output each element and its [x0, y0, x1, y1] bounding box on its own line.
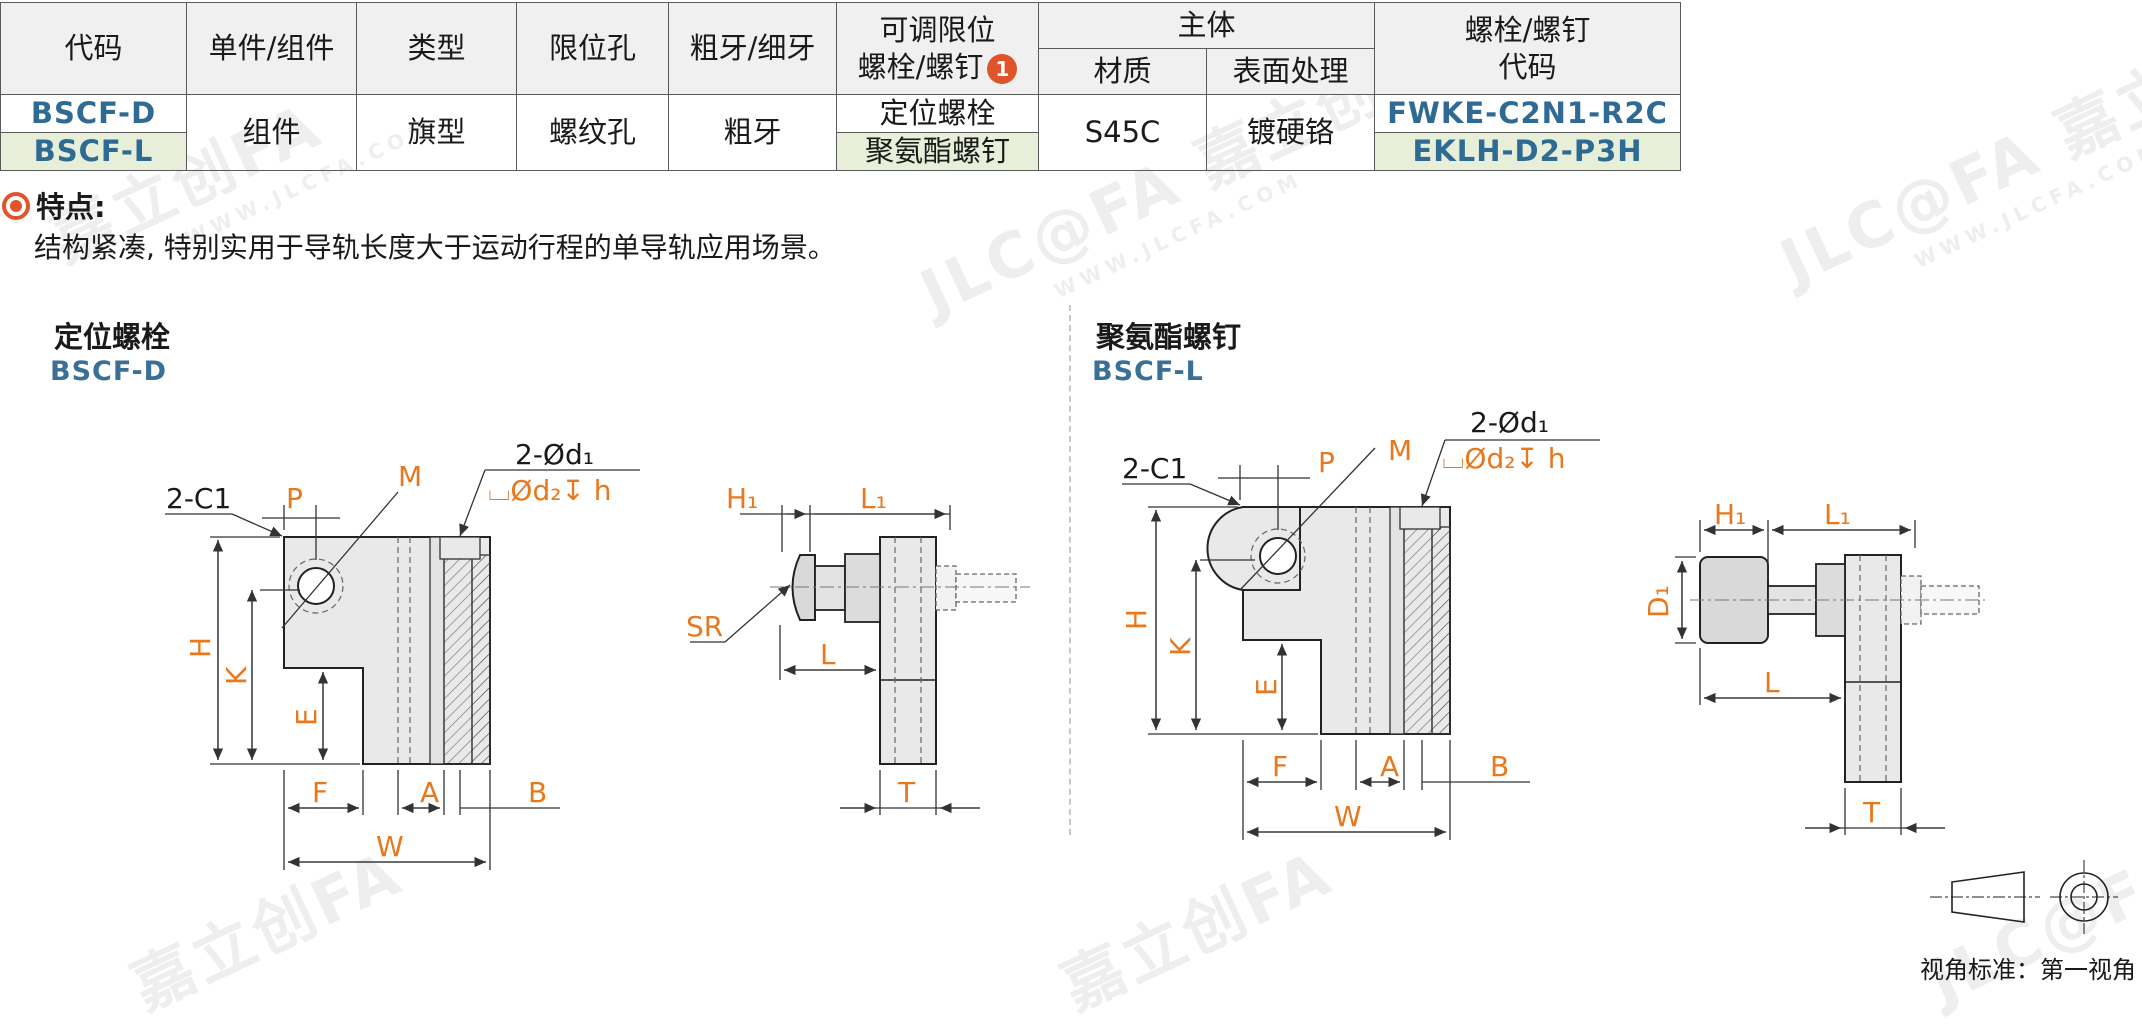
dim-b: B: [1490, 750, 1509, 783]
dim-sr: SR: [686, 610, 723, 643]
header-bolt-code: 螺栓/螺钉 代码: [1374, 2, 1682, 95]
dim-e: E: [1250, 678, 1283, 696]
dim-l1: L₁: [1824, 498, 1851, 531]
table-row: BSCF-L 聚氨酯螺钉 EKLH-D2-P3H: [0, 132, 1682, 171]
cell-bolt: 定位螺栓: [836, 94, 1039, 133]
left-side-view: H₁ L₁ SR L T: [686, 482, 1030, 815]
cell-bolt-code: FWKE-C2N1-R2C: [1374, 94, 1682, 133]
cell-bolt: 聚氨酯螺钉: [836, 132, 1039, 171]
section-divider: [1069, 305, 1071, 835]
dim-l: L: [820, 638, 836, 671]
header-thread: 粗牙/细牙: [668, 2, 837, 95]
dim-d2h: ⌴Ød₂↧ h: [1442, 442, 1566, 475]
dim-l: L: [1764, 666, 1780, 699]
dim-k: K: [1164, 637, 1197, 656]
dim-h1: H₁: [1714, 498, 1746, 531]
header-bolt-code-line1: 螺栓/螺钉: [1464, 13, 1591, 48]
features-text: 结构紧凑, 特别实用于导轨长度大于运动行程的单导轨应用场景。: [34, 231, 836, 264]
dim-t: T: [1862, 796, 1881, 829]
dim-d1: 2-Ød₁: [515, 438, 594, 471]
dim-d1: 2-Ød₁: [1470, 406, 1549, 439]
dim-m: M: [1388, 434, 1412, 467]
dim-p: P: [286, 482, 303, 515]
right-side-view: H₁ L₁ D₁ L T: [1642, 498, 1985, 835]
dim-c1: 2-C1: [166, 482, 231, 515]
dim-p: P: [1318, 446, 1335, 479]
left-front-view: 2-C1 P M 2-Ød₁ ⌴Ød₂↧ h H K E F A B W: [165, 438, 640, 870]
header-adjustable-line2: 螺栓/螺钉: [857, 49, 984, 84]
cell-single-assembly: 组件: [186, 94, 357, 171]
header-body: 主体: [1037, 2, 1376, 49]
header-adjustable-line1: 可调限位: [879, 13, 996, 48]
dim-m: M: [398, 460, 422, 493]
dim-d2h: ⌴Ød₂↧ h: [488, 474, 612, 507]
right-front-view: 2-C1 P M 2-Ød₁ ⌴Ød₂↧ h H K E F A B W: [1120, 406, 1600, 840]
dim-e: E: [290, 708, 323, 726]
dim-a: A: [420, 776, 439, 809]
note-badge: 1: [987, 53, 1018, 84]
cell-limit-hole: 螺纹孔: [516, 94, 669, 171]
right-section-title: 聚氨酯螺钉: [1096, 320, 1242, 354]
header-surface: 表面处理: [1205, 48, 1376, 95]
header-material: 材质: [1038, 48, 1207, 95]
features-title: 特点:: [2, 184, 106, 226]
dim-h: H: [1120, 609, 1153, 630]
left-section-code: BSCF-D: [50, 356, 168, 387]
cell-bolt-code: EKLH-D2-P3H: [1374, 132, 1682, 171]
dim-h1: H₁: [726, 482, 758, 515]
cell-material: S45C: [1038, 94, 1207, 171]
dim-f: F: [1272, 750, 1288, 783]
row-code: BSCF-D: [0, 94, 187, 133]
dim-b: B: [528, 776, 547, 809]
dim-w: W: [376, 830, 404, 863]
right-section-code: BSCF-L: [1092, 356, 1204, 387]
dim-d1-side: D₁: [1642, 585, 1675, 618]
dim-c1: 2-C1: [1122, 452, 1187, 485]
left-section-title: 定位螺栓: [54, 320, 171, 354]
bullet-icon: [2, 192, 30, 220]
dim-a: A: [1380, 750, 1399, 783]
projection-symbol-icon: [1930, 860, 2118, 934]
dim-h: H: [184, 637, 217, 658]
header-limit-hole: 限位孔: [516, 2, 669, 95]
table-row: BSCF-D 组件 旗型 螺纹孔 粗牙 定位螺栓 S45C 镀硬铬 FWKE-C…: [0, 94, 1682, 171]
dim-l1: L₁: [860, 482, 887, 515]
dim-t: T: [897, 776, 916, 809]
dim-f: F: [312, 776, 328, 809]
cell-thread: 粗牙: [668, 94, 837, 171]
header-bolt-code-line2: 代码: [1498, 49, 1557, 84]
technical-drawings: 2-C1 P M 2-Ød₁ ⌴Ød₂↧ h H K E F A B W: [165, 406, 2118, 934]
cell-surface: 镀硬铬: [1205, 94, 1376, 171]
dim-k: K: [220, 666, 253, 685]
view-standard: 视角标准：第一视角: [1920, 956, 2136, 984]
cell-type: 旗型: [356, 94, 517, 171]
row-code: BSCF-L: [0, 132, 187, 171]
header-code: 代码: [0, 2, 187, 95]
dim-w: W: [1334, 800, 1362, 833]
